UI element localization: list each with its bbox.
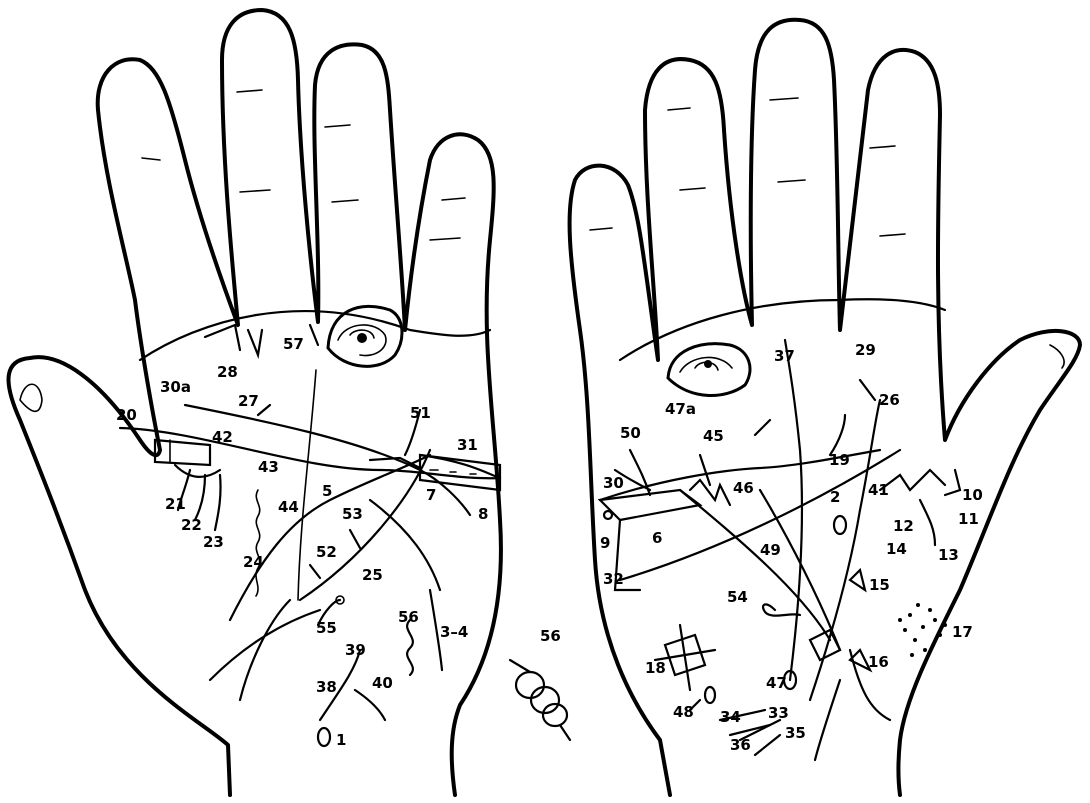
label-12: 12 xyxy=(893,517,914,535)
label-20: 20 xyxy=(116,406,137,424)
label-51: 51 xyxy=(410,404,431,422)
label-41: 41 xyxy=(868,481,889,499)
free-chain-figure xyxy=(508,658,572,742)
label-56-free: 56 xyxy=(540,627,561,645)
label-16: 16 xyxy=(868,653,889,671)
label-42: 42 xyxy=(212,428,233,446)
label-33: 33 xyxy=(768,704,789,722)
label-27: 27 xyxy=(238,392,259,410)
label-8: 8 xyxy=(478,505,488,523)
label-32: 32 xyxy=(603,570,624,588)
label-45: 45 xyxy=(703,427,724,445)
label-2: 2 xyxy=(830,488,840,506)
label-53: 53 xyxy=(342,505,363,523)
label-38: 38 xyxy=(316,678,337,696)
label-30: 30 xyxy=(603,474,624,492)
label-40: 40 xyxy=(372,674,393,692)
label-25: 25 xyxy=(362,566,383,584)
label-6: 6 xyxy=(652,529,662,547)
label-29: 29 xyxy=(855,341,876,359)
label-21: 21 xyxy=(165,495,186,513)
left-hand xyxy=(6,8,503,797)
label-35: 35 xyxy=(785,724,806,742)
label-47: 47 xyxy=(766,674,787,692)
label-44: 44 xyxy=(278,498,299,516)
label-10: 10 xyxy=(962,486,983,504)
label-24: 24 xyxy=(243,553,264,571)
label-48: 48 xyxy=(673,703,694,721)
label-55: 55 xyxy=(316,619,337,637)
right-hand-labels: 2 6 9 10 11 12 13 14 15 16 17 18 19 26 2… xyxy=(600,341,983,754)
label-1: 1 xyxy=(336,731,346,749)
label-5: 5 xyxy=(322,482,332,500)
label-47a: 47a xyxy=(665,400,696,418)
label-52: 52 xyxy=(316,543,337,561)
label-22: 22 xyxy=(181,516,202,534)
label-14: 14 xyxy=(886,540,907,558)
label-37: 37 xyxy=(774,347,795,365)
label-54: 54 xyxy=(727,588,748,606)
label-39: 39 xyxy=(345,641,366,659)
label-56-left: 56 xyxy=(398,608,419,626)
label-18: 18 xyxy=(645,659,666,677)
label-28: 28 xyxy=(217,363,238,381)
label-11: 11 xyxy=(958,510,979,528)
label-49: 49 xyxy=(760,541,781,559)
label-31: 31 xyxy=(457,436,478,454)
right-hand xyxy=(567,17,1082,797)
label-7: 7 xyxy=(426,486,436,504)
label-23: 23 xyxy=(203,533,224,551)
label-17: 17 xyxy=(952,623,973,641)
label-9: 9 xyxy=(600,534,610,552)
right-hand-outline xyxy=(567,17,1082,797)
label-15: 15 xyxy=(869,576,890,594)
left-hand-outline xyxy=(6,8,503,797)
label-50: 50 xyxy=(620,424,641,442)
left-hand-labels: 1 3–4 5 7 8 20 21 22 23 24 25 27 28 30a … xyxy=(116,335,488,749)
label-26: 26 xyxy=(879,391,900,409)
label-30a: 30a xyxy=(160,378,191,396)
label-36: 36 xyxy=(730,736,751,754)
label-43: 43 xyxy=(258,458,279,476)
label-46: 46 xyxy=(733,479,754,497)
label-13: 13 xyxy=(938,546,959,564)
label-3-4: 3–4 xyxy=(440,623,468,641)
label-19: 19 xyxy=(829,451,850,469)
label-57: 57 xyxy=(283,335,304,353)
label-34: 34 xyxy=(720,708,741,726)
